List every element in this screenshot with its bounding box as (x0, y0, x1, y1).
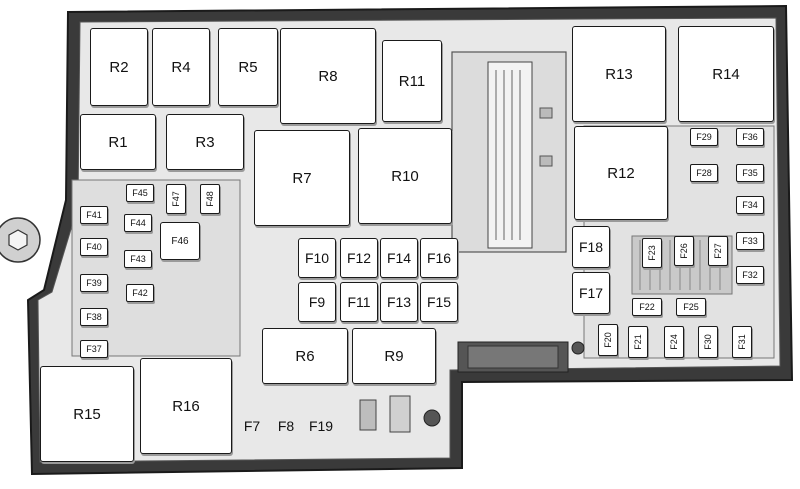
fuse-f24-label: F24 (668, 334, 679, 350)
fuse-f7: F7 (243, 418, 261, 434)
fuse-f26: F26 (674, 236, 694, 266)
fuse-f44: F44 (124, 214, 152, 232)
fuse-f35: F35 (736, 164, 764, 182)
relay-r2: R2 (90, 28, 148, 106)
fuse-f27-label: F27 (712, 243, 723, 259)
fuse-f34: F34 (736, 196, 764, 214)
fuse-f43: F43 (124, 250, 152, 268)
relay-r5: R5 (218, 28, 278, 106)
fuse-f37: F37 (80, 340, 108, 358)
mounting-bolt-icon (0, 217, 41, 263)
fuse-f8: F8 (277, 418, 295, 434)
fuse-f32: F32 (736, 266, 764, 284)
fuse-f17: F17 (572, 272, 610, 314)
fuse-f21: F21 (628, 326, 648, 358)
fuse-f23: F23 (642, 238, 662, 268)
fuse-f28: F28 (690, 164, 718, 182)
fuse-f9: F9 (298, 282, 336, 322)
fuse-f13: F13 (380, 282, 418, 322)
fuse-f20: F20 (598, 324, 618, 356)
fuse-f47: F47 (166, 184, 186, 214)
fuse-f27: F27 (708, 236, 728, 266)
fuse-f47-label: F47 (170, 191, 181, 207)
relay-r11: R11 (382, 40, 442, 122)
fuse-f33: F33 (736, 232, 764, 250)
ground-stud-icon (423, 409, 441, 427)
relay-r12: R12 (574, 126, 668, 220)
relay-r8: R8 (280, 28, 376, 124)
relay-r16: R16 (140, 358, 232, 454)
fuse-f18: F18 (572, 226, 610, 268)
fuse-f30-label: F30 (702, 334, 713, 350)
fuse-f23-label: F23 (646, 245, 657, 261)
fuse-f24: F24 (664, 326, 684, 358)
relay-r1: R1 (80, 114, 156, 170)
relay-r6: R6 (262, 328, 348, 384)
fuse-f38: F38 (80, 308, 108, 326)
fuse-f21-label: F21 (632, 334, 643, 350)
fuse-f41: F41 (80, 206, 108, 224)
relay-r4: R4 (152, 28, 210, 106)
fuse-f11: F11 (340, 282, 378, 322)
relay-r14: R14 (678, 26, 774, 122)
fuse-f20-label: F20 (602, 332, 613, 348)
fuse-f48: F48 (200, 184, 220, 214)
fuse-f22: F22 (632, 298, 662, 316)
relay-r13: R13 (572, 26, 666, 122)
fuse-f39: F39 (80, 274, 108, 292)
relay-r7: R7 (254, 130, 350, 226)
fuse-f31-label: F31 (736, 334, 747, 350)
fuse-f19: F19 (308, 418, 334, 434)
relay-r15: R15 (40, 366, 134, 462)
fuse-f16: F16 (420, 238, 458, 278)
fuse-f29: F29 (690, 128, 718, 146)
fuse-f14: F14 (380, 238, 418, 278)
relay-r10: R10 (358, 128, 452, 224)
fuse-f40: F40 (80, 238, 108, 256)
fuse-f46: F46 (160, 222, 200, 260)
fuse-f31: F31 (732, 326, 752, 358)
fuse-f36: F36 (736, 128, 764, 146)
fuse-f45: F45 (126, 184, 154, 202)
fuse-f25: F25 (676, 298, 706, 316)
relay-r9: R9 (352, 328, 436, 384)
fuse-f26-label: F26 (678, 243, 689, 259)
fuse-f42: F42 (126, 284, 154, 302)
fuse-f10: F10 (298, 238, 336, 278)
fuse-f30: F30 (698, 326, 718, 358)
center-connector (451, 51, 567, 253)
fuse-f48-label: F48 (204, 191, 215, 207)
fuse-f15: F15 (420, 282, 458, 322)
fuse-f12: F12 (340, 238, 378, 278)
relay-r3: R3 (166, 114, 244, 170)
